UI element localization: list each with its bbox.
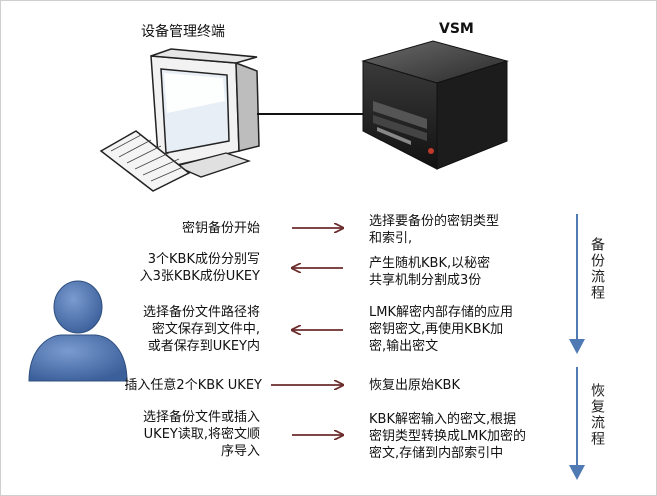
step-right-line: 密钥密文,再使用KBK加 (369, 322, 504, 337)
step-left-line: 密钥备份开始 (181, 221, 260, 236)
terminal-label: 设备管理终端 (141, 24, 225, 40)
step-right-line: KBK解密输入的密文,根据 (369, 412, 517, 427)
step-left-1: 密钥备份开始 (182, 220, 260, 237)
step-left-3: 选择备份文件路径将 密文保存到文件中, 或者保存到UKEY内 (143, 304, 260, 355)
step-right-4: 恢复出原始KBK (369, 377, 460, 394)
computer-icon (99, 48, 260, 192)
step-right-3: LMK解密内部存储的应用 密钥密文,再使用KBK加 密,输出密文 (369, 304, 513, 355)
user-icon (28, 280, 128, 382)
step-left-line: 密文保存到文件中, (151, 322, 260, 337)
step-right-line: 恢复出原始KBK (369, 378, 460, 393)
step-left-line: 入3张KBK成份UKEY (139, 269, 260, 284)
step-right-line: 密,输出密文 (369, 339, 439, 354)
step-right-2: 产生随机KBK,以秘密 共享机制分割成3份 (369, 255, 490, 289)
step-left-line: 序导入 (220, 444, 260, 459)
step-left-line: 3个KBK成份分别写 (147, 252, 260, 267)
flow-arrows (271, 228, 343, 435)
step-left-line: 选择备份文件或插入 (142, 410, 260, 425)
step-left-2: 3个KBK成份分别写 入3张KBK成份UKEY (140, 251, 260, 285)
backup-flow-label: 备份流程 (589, 237, 605, 301)
step-right-1: 选择要备份的密钥类型 和索引, (369, 213, 499, 247)
vsm-device-icon (361, 40, 509, 170)
step-right-line: 产生随机KBK,以秘密 (369, 256, 491, 271)
backup-flow-arrow (569, 214, 585, 354)
step-right-5: KBK解密输入的密文,根据 密钥类型转换成LMK加密的 密文,存储到内部索引中 (369, 411, 526, 462)
step-right-line: 共享机制分割成3份 (369, 273, 482, 288)
step-left-line: UKEY读取,将密文顺 (143, 427, 260, 442)
restore-flow-arrow (569, 367, 585, 480)
step-right-line: 选择要备份的密钥类型 (369, 214, 500, 229)
vsm-label: VSM (439, 21, 474, 37)
step-right-line: 和索引, (369, 231, 413, 246)
step-left-4: 插入任意2个KBK UKEY (124, 377, 262, 394)
step-right-line: 密钥类型转换成LMK加密的 (369, 429, 526, 444)
step-right-line: 密文,存储到内部索引中 (369, 446, 504, 461)
step-right-line: LMK解密内部存储的应用 (369, 305, 513, 320)
restore-flow-label: 恢复流程 (589, 383, 605, 447)
step-left-line: 选择备份文件路径将 (142, 305, 260, 320)
step-left-line: 插入任意2个KBK UKEY (124, 378, 262, 393)
step-left-line: 或者保存到UKEY内 (147, 339, 260, 354)
step-left-5: 选择备份文件或插入 UKEY读取,将密文顺 序导入 (143, 409, 260, 460)
